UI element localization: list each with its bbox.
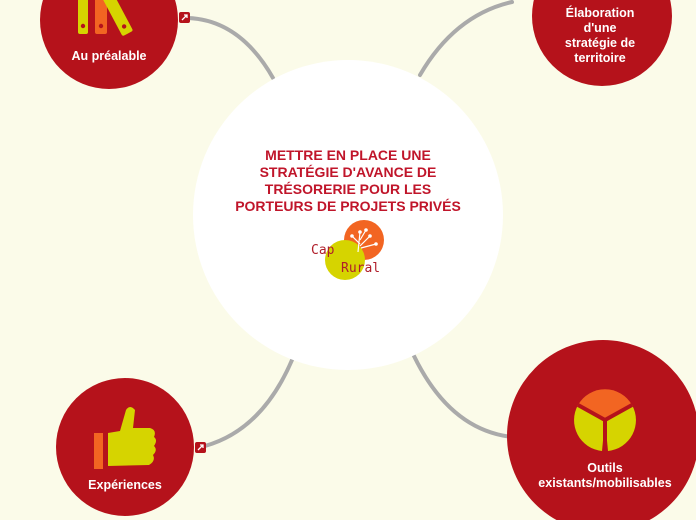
title-line: PORTEURS DE PROJETS PRIVÉS	[235, 198, 461, 214]
link-badge-icon[interactable]	[179, 12, 190, 23]
logo-word-cap: Cap	[311, 243, 335, 258]
label-line: Élaboration	[565, 6, 635, 20]
title-line: STRATÉGIE D'AVANCE DE	[259, 164, 437, 180]
node-label-elaboration: Élaboration d'une stratégie de territoir…	[545, 6, 655, 66]
node-label-outils: Outils existants/mobilisables	[528, 461, 682, 491]
cap-rural-logo	[325, 220, 384, 280]
pie-chart-icon	[574, 389, 636, 452]
title-line: TRÉSORERIE POUR LES	[264, 181, 432, 197]
central-topic-node[interactable]	[193, 60, 503, 370]
central-topic-title: METTRE EN PLACE UNE STRATÉGIE D'AVANCE D…	[222, 147, 474, 215]
title-line: METTRE EN PLACE UNE	[265, 147, 431, 163]
thumbs-up-icon	[94, 407, 156, 469]
logo-word-rural: Rural	[341, 261, 381, 276]
label-line: Outils	[587, 461, 623, 475]
node-au-prealable[interactable]	[40, 0, 178, 89]
link-badge-icon[interactable]	[195, 442, 206, 453]
label-line: d'une	[583, 21, 617, 35]
node-elaboration[interactable]	[532, 0, 672, 86]
label-line: stratégie de	[564, 36, 636, 50]
binders-icon	[78, 0, 133, 36]
label-line: territoire	[574, 51, 626, 65]
node-label-experiences: Expériences	[88, 478, 162, 492]
connector-outils	[412, 354, 514, 439]
label-line: existants/mobilisables	[538, 476, 672, 490]
connector-experiences	[203, 358, 294, 448]
connector-elaboration	[418, 0, 514, 77]
node-label-au-prealable: Au préalable	[71, 49, 147, 63]
connector-au-prealable	[186, 16, 275, 80]
